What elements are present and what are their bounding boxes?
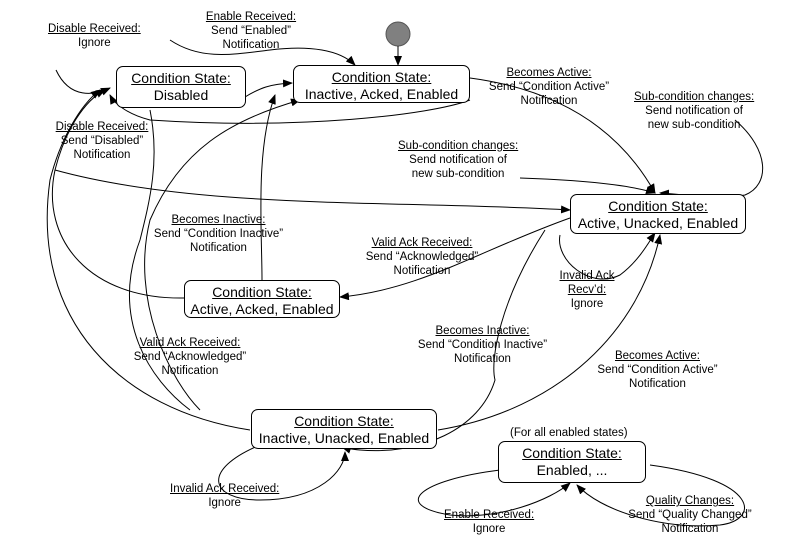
arrow-inactive-to-disabled [109,94,471,124]
state-active-unacked-enabled: Condition State: Active, Unacked, Enable… [570,194,746,234]
state-value: Inactive, Acked, Enabled [304,86,459,102]
arrow-quality-changes [576,464,745,527]
arrow-left-to-active [54,169,571,214]
state-value: Inactive, Unacked, Enabled [258,430,430,446]
state-title: Condition State: [608,198,708,214]
label-disable-received-ignore: Disable Received: Ignore [48,23,141,49]
state-title: Condition State: [331,69,432,85]
label-becomes-inactive-left: Becomes Inactive: Send “Condition Inacti… [153,214,284,254]
arrow-enable-ignore [417,469,571,517]
arrow-disabled-to-inactive [244,79,293,98]
label-subcondition-right: Sub-condition changes: Send notification… [634,91,755,131]
state-title: Condition State: [522,445,622,461]
label-invalid-ack-recvd: Invalid Ack Recv’d: Ignore [559,270,615,310]
label-becomes-inactive-middle: Becomes Inactive: Send “Condition Inacti… [417,325,548,365]
state-inactive-acked-enabled: Condition State: Inactive, Acked, Enable… [293,65,470,103]
arrow-invalid-ack-recvd [559,232,656,280]
label-subcondition-middle: Sub-condition changes: Send notification… [398,140,519,180]
arrow-invalid-ack-received [218,444,349,501]
arrow-becomes-active-bottom [437,234,663,431]
state-title: Condition State: [294,413,394,429]
label-invalid-ack-received: Invalid Ack Received: Ignore [170,483,280,509]
label-enable-received-ignore: Enable Received: Ignore [444,509,535,535]
label-valid-ack-left: Valid Ack Received: Send “Acknowledged” … [133,337,247,377]
arrow-becomes-inactive-middle [341,229,546,454]
state-active-acked-enabled: Condition State: Active, Acked, Enabled [184,280,340,318]
arrow-disable-ignore [55,69,111,96]
state-inactive-unacked-enabled: Condition State: Inactive, Unacked, Enab… [251,409,437,449]
state-value: Disabled [153,87,209,103]
label-enable-received-notify: Enable Received: Send “Enabled” Notifica… [205,11,297,51]
enabled-states-note: (For all enabled states) [510,427,628,439]
state-value: Active, Unacked, Enabled [577,215,739,231]
arrow-valid-ack-left-b [144,98,301,411]
arrow-subcondition-middle [519,177,656,195]
label-becomes-active-bottom: Becomes Active: Send “Condition Active” … [597,350,718,390]
arrow-active-acked-to-disabled [51,89,186,299]
state-value: Enabled, ... [536,462,608,478]
arrow-inactive-unacked-to-disabled [46,89,251,431]
label-disable-received-notify: Disable Received: Send “Disabled” Notifi… [55,121,149,161]
arrow-valid-ack-left [129,109,191,411]
arrow-becomes-inactive-left [260,94,276,281]
label-quality-changes: Quality Changes: Send “Quality Changed” … [628,495,752,535]
state-title: Condition State: [131,70,231,86]
state-enabled-all: Condition State: Enabled, ... [498,441,646,483]
label-valid-ack-middle: Valid Ack Received: Send “Acknowledged” … [365,237,479,277]
arrow-valid-ack-middle [339,217,571,301]
state-title: Condition State: [212,284,312,300]
initial-state-dot [385,21,411,47]
label-becomes-active-top: Becomes Active: Send “Condition Active” … [488,67,610,107]
state-disabled: Condition State: Disabled [116,66,246,108]
arrow-enable-notify [169,39,356,66]
state-value: Active, Acked, Enabled [190,301,334,317]
arrow-becomes-active-top [469,77,656,194]
